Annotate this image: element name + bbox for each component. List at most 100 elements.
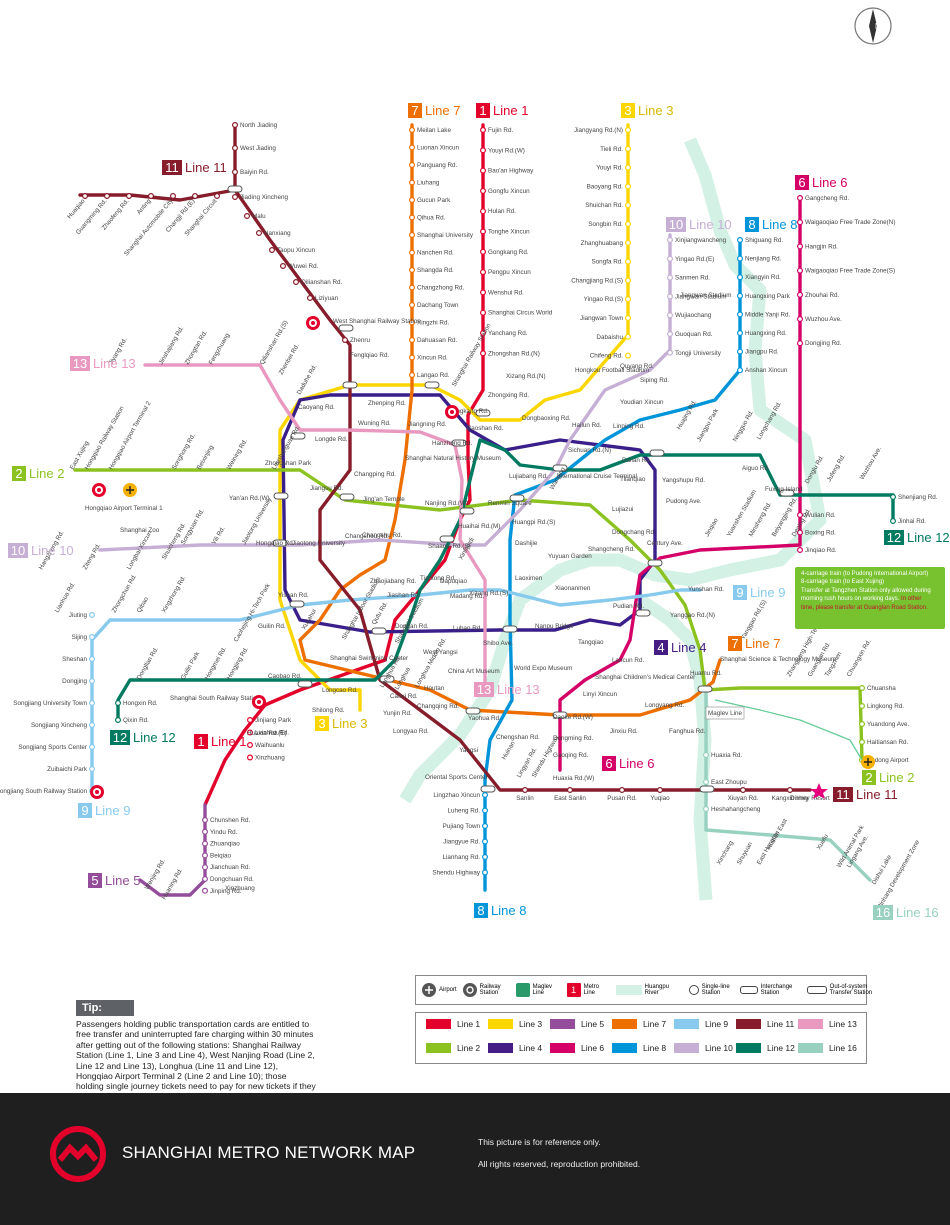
station-label: Hongmei Rd. xyxy=(204,645,229,681)
legend-line-item: Line 5 xyxy=(550,1019,604,1029)
station-label: Daduhe Rd. xyxy=(296,363,319,396)
station-dot xyxy=(480,126,487,133)
station-label: Jinjiang Park xyxy=(255,717,292,724)
line-tag-label: Line 7 xyxy=(745,636,780,651)
station-label: Jiuting xyxy=(69,612,88,619)
legend-line-label: Line 16 xyxy=(829,1043,857,1053)
legend-line-label: Line 11 xyxy=(767,1019,795,1029)
station-label: Dongchuan Rd. xyxy=(210,876,254,883)
legend-line-item: Line 11 xyxy=(736,1019,794,1029)
legend-swatch xyxy=(550,1043,575,1053)
station-dot xyxy=(796,267,803,274)
airport-icon xyxy=(422,983,436,997)
station-label: Longhua Middle Rd. xyxy=(414,636,448,689)
station-label: Shanghai Circus World xyxy=(488,310,553,317)
station-dot xyxy=(409,267,416,274)
station-label: Qibao xyxy=(136,596,151,614)
station-label: Xiangyin Rd. xyxy=(745,274,781,281)
legend-line-item: Line 3 xyxy=(488,1019,542,1029)
station-dot xyxy=(736,311,743,318)
station-dot xyxy=(656,786,663,793)
legend-line-item: Line 1 xyxy=(426,1019,480,1029)
station-label: Shaanxi Rd.(S) xyxy=(428,543,471,550)
station-label: Hongqiao Airport Terminal 2 xyxy=(108,400,153,471)
station-label: Waigaoqiao Free Trade Zone(S) xyxy=(805,268,895,275)
station-dot xyxy=(666,274,673,281)
station-dot xyxy=(202,887,209,894)
footer-title: SHANGHAI METRO NETWORK MAP xyxy=(122,1143,416,1162)
station-dot xyxy=(148,193,155,200)
station-label: Zhanghuabang xyxy=(581,240,624,247)
line-tag-label: Line 10 xyxy=(31,543,74,558)
station-dot xyxy=(480,269,487,276)
station-dot xyxy=(280,263,287,270)
line-tag-label: Line 5 xyxy=(105,873,140,888)
line-tag-number: 16 xyxy=(876,905,890,920)
interchange-icon xyxy=(739,986,758,994)
station-dot xyxy=(624,183,631,190)
station-label: Lancun Rd. xyxy=(612,657,644,664)
compass-icon: N xyxy=(854,7,892,45)
footer-note-1: This picture is for reference only. xyxy=(478,1137,601,1147)
station-dot xyxy=(796,529,803,536)
station-dot xyxy=(114,716,121,723)
station-dot xyxy=(624,277,631,284)
legend-swatch xyxy=(798,1019,823,1029)
legend-line-label: Line 9 xyxy=(705,1019,729,1029)
station-dot xyxy=(624,145,631,152)
station-dot xyxy=(409,372,416,379)
legend-line-item: Line 13 xyxy=(798,1019,857,1029)
station-label: Gucun Park xyxy=(417,197,451,204)
station-label: Laoximen xyxy=(515,575,543,582)
station-label: Gongfu Xincun xyxy=(488,188,530,195)
station-label: Yanggao Rd.(N) xyxy=(670,612,715,619)
station-label: Oriental Sports Center xyxy=(425,774,488,781)
river-swatch xyxy=(615,985,642,995)
station-label: Longyao Rd. xyxy=(393,728,429,735)
station-dot xyxy=(736,367,743,374)
station-label: Wuning Rd. xyxy=(358,420,391,427)
station-label: Yuqiao xyxy=(650,795,670,802)
station-label: Xiuyan Rd. xyxy=(728,795,759,802)
station-label: Xingzhi Rd. xyxy=(417,320,449,327)
line-tag-label: Line 8 xyxy=(491,903,526,918)
station-dot xyxy=(232,169,239,176)
station-dot xyxy=(666,331,673,338)
station-label: Huajing Rd. xyxy=(676,399,699,431)
station-dot xyxy=(480,330,487,337)
station-label: Yunshan Rd. xyxy=(688,586,724,593)
station-label: Huangxing Park xyxy=(745,293,791,300)
station-dot xyxy=(88,765,95,772)
line-tag-number: 10 xyxy=(11,543,25,558)
line-tag-number: 13 xyxy=(477,682,491,697)
station-dot xyxy=(796,195,803,202)
station-dot xyxy=(666,255,673,262)
station-label: Dongming Rd. xyxy=(553,735,594,742)
station-label: Dongchang Rd. xyxy=(612,529,656,536)
line-tag-number: 1 xyxy=(197,734,204,749)
station-label: Nanjing Rd.(W) xyxy=(425,500,468,507)
station-label: Lujiabang Rd. xyxy=(509,473,548,480)
station-label: Gongkang Rd. xyxy=(448,408,489,415)
station-label: Huaqiao xyxy=(66,197,87,220)
station-dot xyxy=(409,179,416,186)
station-label: Zhongtan Rd. xyxy=(184,329,209,366)
compass-letter: N xyxy=(875,22,881,31)
station-label: Anshan Xincun xyxy=(745,367,788,374)
station-label: Nanxiang xyxy=(264,230,291,237)
station-label: Zhongshan Rd.(N) xyxy=(488,350,540,357)
station-label: Beiqiao xyxy=(210,852,232,859)
line-tag-number: 11 xyxy=(165,160,179,175)
station-label: Xizang Rd.(N) xyxy=(506,373,546,380)
station-label: Madang Rd. xyxy=(450,593,485,600)
station-dot xyxy=(739,786,746,793)
station-dot xyxy=(858,720,865,727)
station-label: Caobao Rd. xyxy=(268,673,302,680)
station-dot xyxy=(796,243,803,250)
legend-swatch xyxy=(612,1019,637,1029)
tip-body: Passengers holding public transportation… xyxy=(76,1019,316,1102)
maglev-icon xyxy=(515,983,530,997)
station-label: Zhongchun Rd. xyxy=(111,573,139,614)
